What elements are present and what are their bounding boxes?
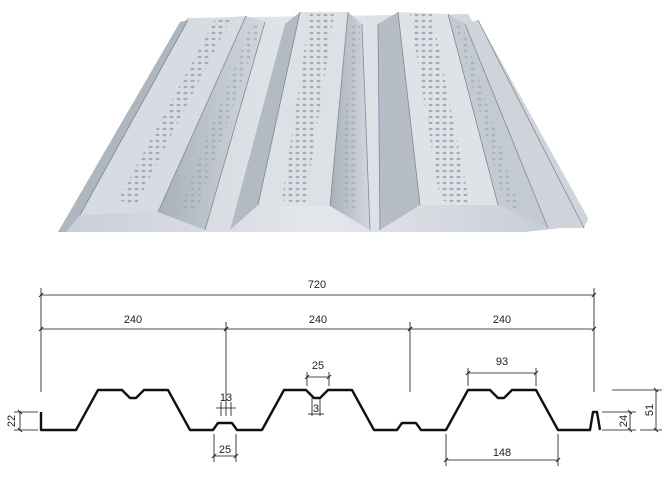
emboss-row-2 [282, 14, 334, 205]
deck-sheet-illustration [58, 11, 588, 232]
dim-label-3: 3 [313, 403, 319, 415]
sheet-edge-left [58, 20, 188, 232]
dim-label-22: 22 [6, 415, 18, 427]
dim-label-720: 720 [308, 279, 326, 291]
sheet-fold-lines [79, 11, 585, 231]
dim-label-148: 148 [493, 447, 511, 459]
dim-label-51: 51 [644, 404, 656, 416]
dim-label-25-top: 25 [312, 360, 324, 372]
emboss-row-4 [180, 22, 262, 212]
dim-label-24: 24 [618, 415, 630, 427]
dim-label-240-a: 240 [124, 314, 142, 326]
dim-label-240-b: 240 [309, 314, 327, 326]
dim-label-93: 93 [496, 356, 508, 368]
dim-label-240-c: 240 [493, 314, 511, 326]
dim-label-25-bottom: 25 [219, 444, 231, 456]
profile-line [39, 388, 602, 432]
dim-label-13: 13 [220, 392, 232, 404]
emboss-row-3 [410, 14, 470, 205]
dimension-labels: 720 240 240 240 25 93 148 25 13 3 22 24 … [6, 279, 656, 459]
deck-profile-section [39, 388, 602, 432]
emboss-row-1 [118, 20, 230, 205]
emboss-row-5 [340, 22, 360, 210]
dimension-lines [14, 288, 662, 466]
emboss-row-6 [455, 22, 520, 210]
sheet-rib-3-web-left [378, 12, 420, 230]
sheet-rib-2-web-left [230, 12, 300, 230]
